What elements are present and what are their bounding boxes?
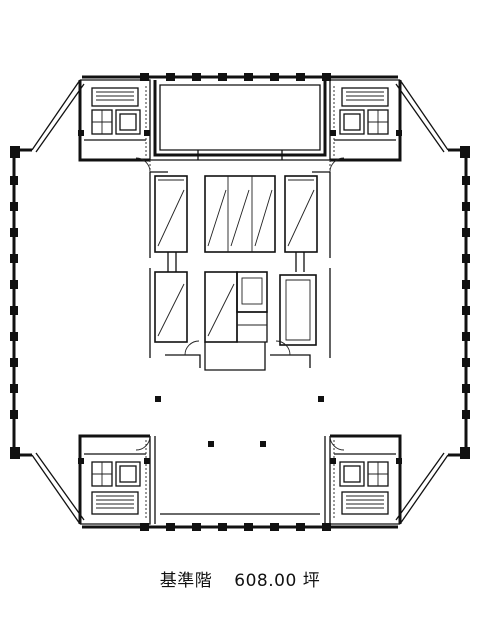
area-unit: 坪 xyxy=(302,571,321,591)
area-value: 608.00 xyxy=(234,571,297,591)
outer-wall xyxy=(12,75,468,529)
door-swings xyxy=(135,157,345,451)
core-top-right xyxy=(329,79,402,162)
top-central-room xyxy=(150,80,330,161)
interior-columns xyxy=(155,396,324,447)
perimeter-columns xyxy=(10,73,470,531)
central-core xyxy=(149,171,331,371)
core-bottom-right xyxy=(329,434,402,525)
floor-caption: 基準階 608.00 坪 xyxy=(0,566,480,591)
core-bottom-left xyxy=(78,434,151,525)
core-top-left xyxy=(78,79,151,162)
floor-label: 基準階 xyxy=(159,571,213,591)
floor-plan-drawing xyxy=(10,73,470,531)
bottom-central-room xyxy=(154,436,326,524)
